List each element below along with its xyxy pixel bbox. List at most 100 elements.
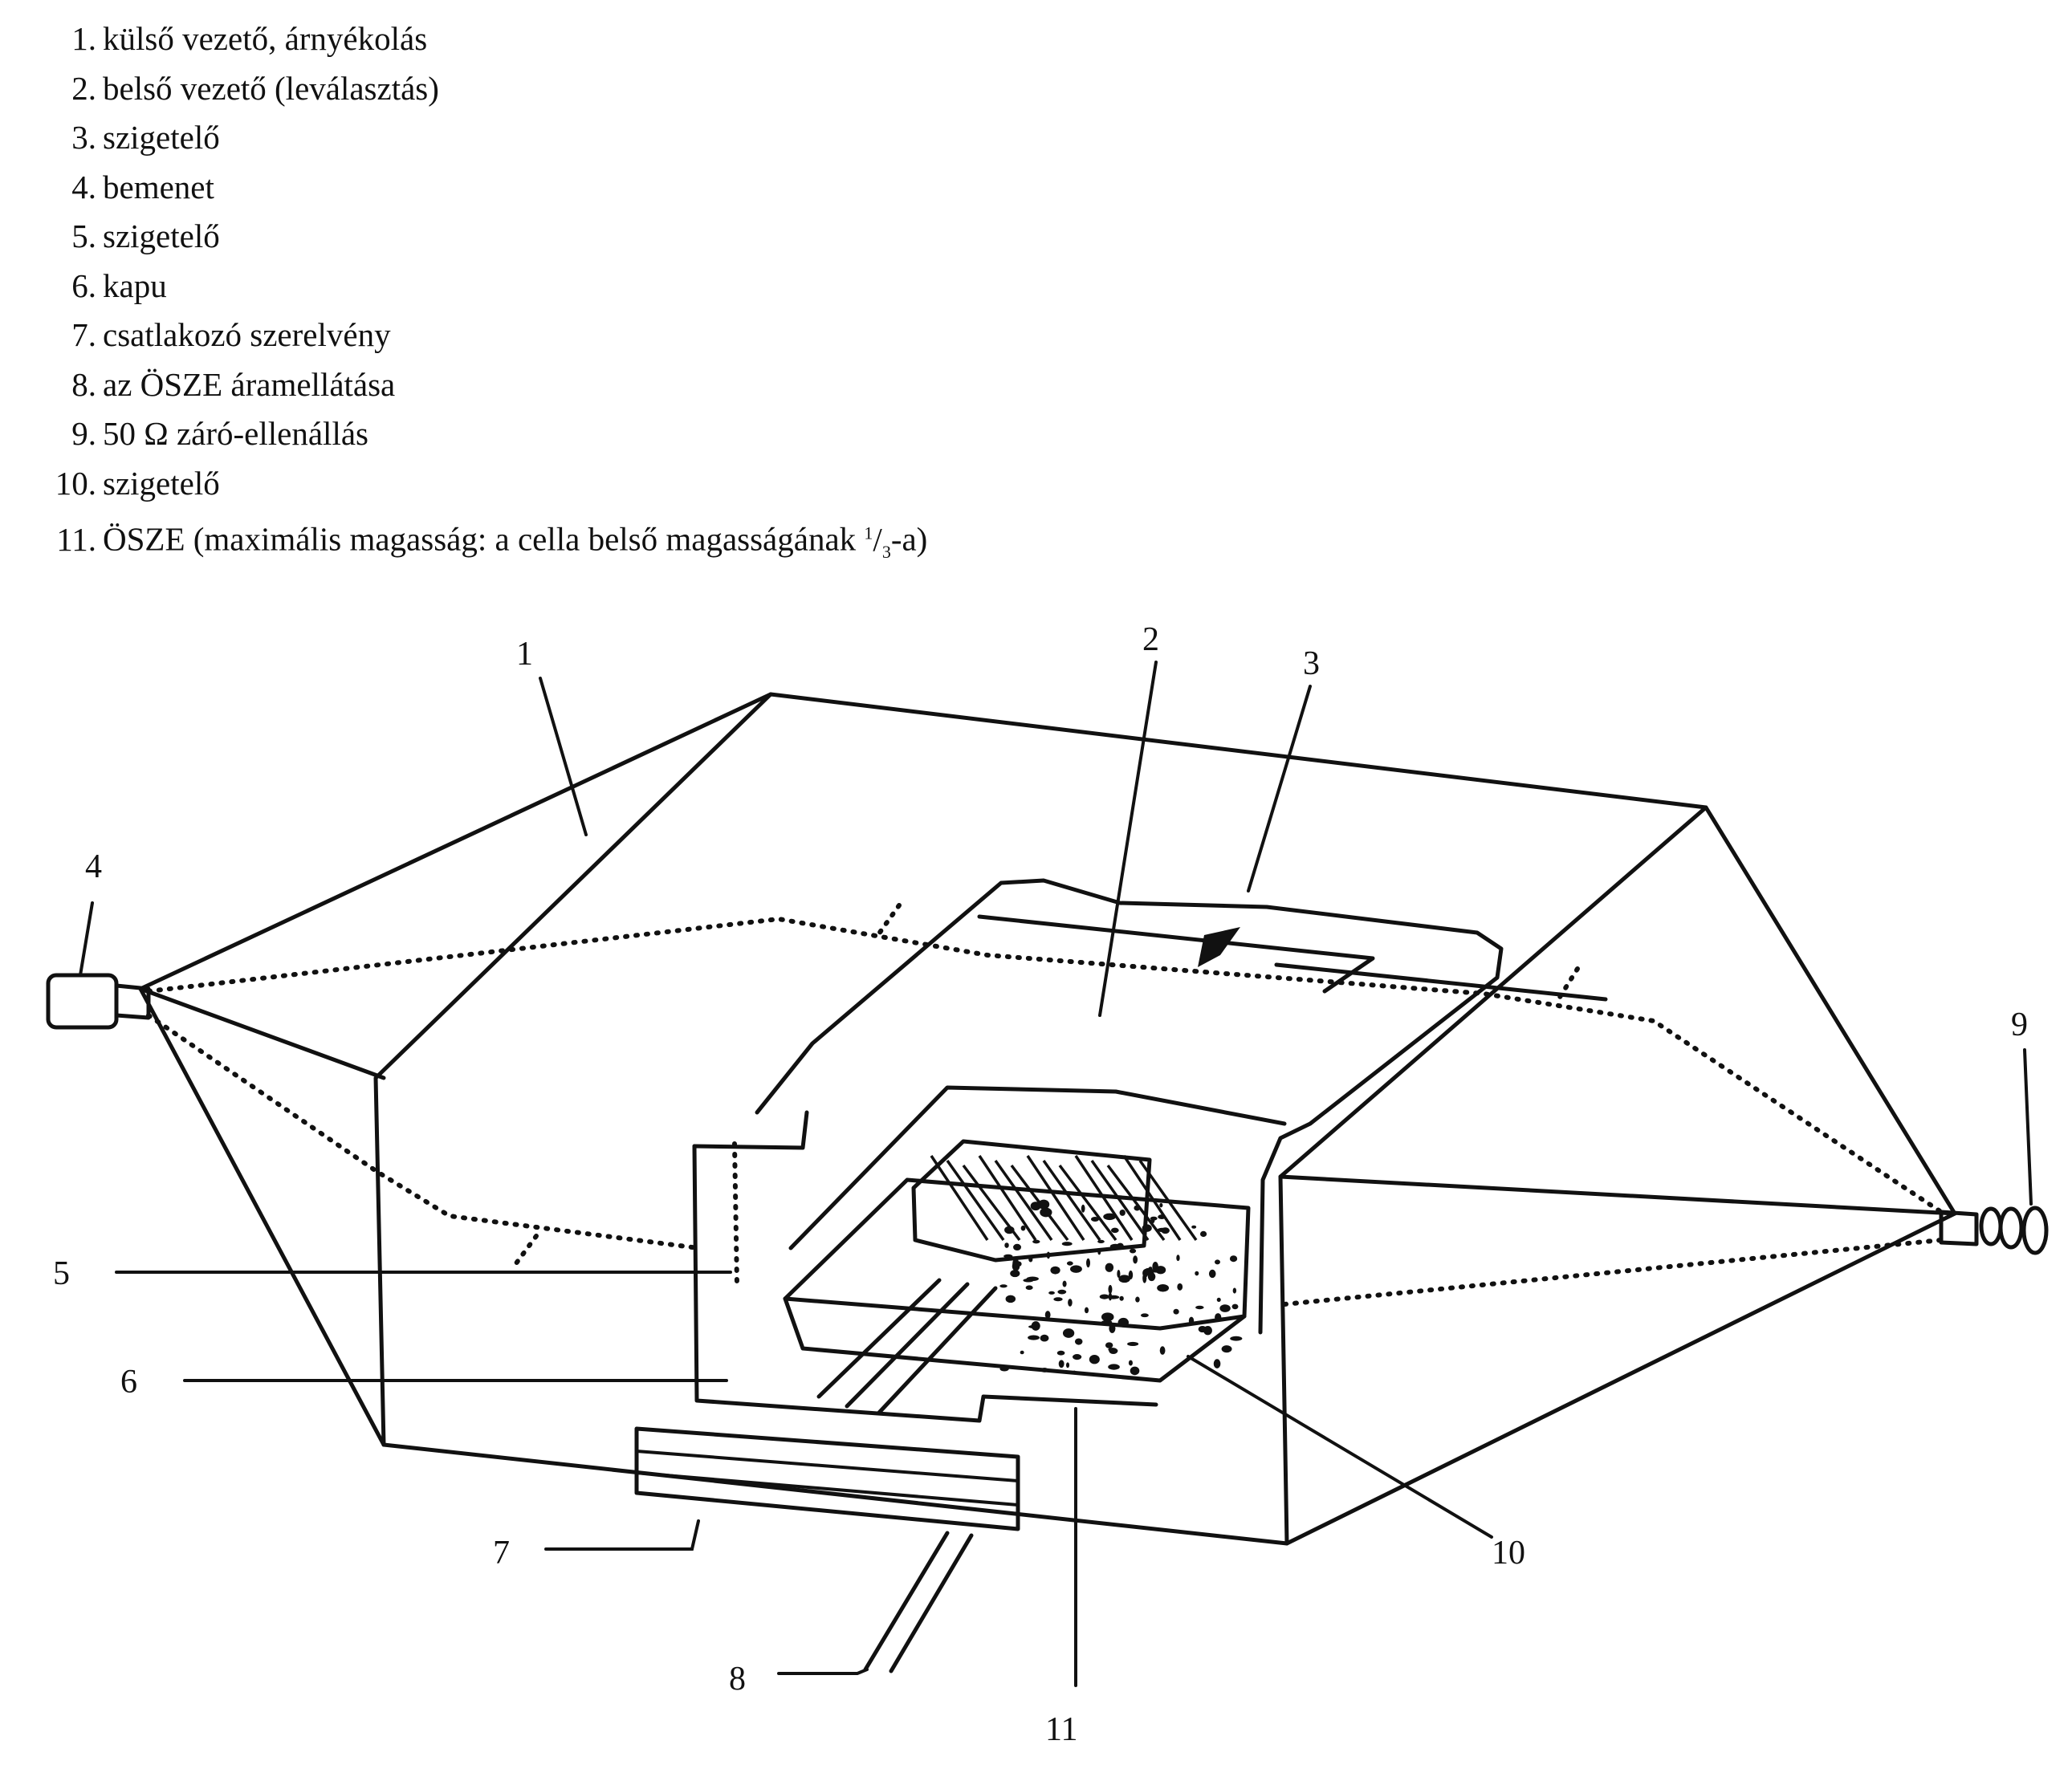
legend-item-7: 7.csatlakozó szerelvény — [47, 311, 1170, 360]
speckle-mark — [1068, 1299, 1073, 1307]
speckle-mark — [1101, 1312, 1114, 1322]
callout-6: 6 — [120, 1364, 137, 1401]
speckle-mark — [1048, 1291, 1055, 1295]
speckle-mark — [1086, 1258, 1090, 1268]
legend-item-6: 6.kapu — [47, 262, 1170, 311]
speckle-mark — [1062, 1280, 1067, 1287]
speckle-mark — [1097, 1239, 1105, 1244]
speckle-mark — [1157, 1227, 1167, 1233]
leader-lines — [79, 661, 2033, 1687]
speckle-mark — [1105, 1263, 1114, 1272]
speckle-mark — [1023, 1278, 1034, 1283]
speckle-mark — [999, 1284, 1008, 1288]
callout-5: 5 — [53, 1255, 70, 1292]
callout-8: 8 — [729, 1661, 746, 1698]
speckle-mark — [1108, 1364, 1120, 1370]
hatch-stroke — [1074, 1155, 1134, 1241]
insulator-10 — [999, 1199, 1243, 1376]
speckle-mark — [1152, 1262, 1158, 1271]
field-dotted-lines — [146, 903, 1944, 1307]
speckle-mark — [1232, 1287, 1237, 1294]
legend-item-4: 4.bemenet — [47, 163, 1170, 213]
speckle-mark — [1057, 1289, 1067, 1295]
speckle-mark — [1216, 1297, 1221, 1303]
speckle-mark — [1074, 1338, 1083, 1345]
speckle-mark — [1020, 1225, 1026, 1231]
legend-number: 6. — [71, 266, 96, 304]
speckle-mark — [1099, 1294, 1109, 1299]
legend-text: belső vezető (leválasztás) — [103, 69, 439, 107]
speckle-mark — [1020, 1350, 1024, 1355]
hatch-stroke — [1122, 1155, 1182, 1241]
speckle-mark — [1010, 1269, 1020, 1278]
input-connector — [46, 973, 151, 1030]
legend-item-3: 3.szigetelő — [47, 113, 1170, 163]
speckle-mark — [1188, 1316, 1195, 1325]
legend-number: 3. — [71, 119, 96, 156]
speckle-mark — [1117, 1317, 1130, 1328]
legend-text: bemenet — [103, 168, 214, 205]
legend-item-1: 1.külső vezető, árnyékolás — [47, 14, 1170, 64]
hatch-stroke — [1106, 1164, 1166, 1242]
hatch-stroke — [978, 1155, 1037, 1241]
legend-number: 5. — [71, 218, 96, 254]
legend-number: 11. — [56, 520, 96, 558]
outer-conductor-shield — [138, 692, 1957, 1546]
speckle-mark — [1176, 1255, 1180, 1262]
speckle-mark — [1004, 1226, 1015, 1234]
speckle-mark — [1110, 1227, 1119, 1234]
insulator-3 — [1198, 927, 1240, 967]
speckle-mark — [1070, 1265, 1082, 1273]
speckle-mark — [1081, 1204, 1085, 1213]
speckle-mark — [1128, 1360, 1133, 1366]
hatch-stroke — [930, 1155, 989, 1241]
speckle-mark — [1097, 1248, 1101, 1255]
speckle-mark — [1109, 1324, 1116, 1333]
legend-suffix: -a) — [890, 520, 928, 558]
speckle-mark — [1044, 1311, 1051, 1320]
door-gate — [692, 1085, 1287, 1423]
speckle-mark — [1229, 1255, 1238, 1263]
speckle-mark — [1200, 1230, 1207, 1238]
hatch-stroke — [1042, 1159, 1101, 1242]
hatch-stroke — [994, 1159, 1053, 1242]
speckle-mark — [1025, 1285, 1033, 1291]
legend-number: 4. — [71, 168, 96, 205]
fraction-slash: / — [873, 520, 882, 558]
legend-text: kapu — [103, 266, 167, 304]
speckle-mark — [1040, 1207, 1052, 1218]
legend-number: 7. — [71, 316, 96, 353]
speckle-mark — [1105, 1342, 1113, 1348]
speckle-mark — [1150, 1268, 1162, 1273]
speckle-mark — [1231, 1303, 1239, 1310]
speckle-mark — [1142, 1273, 1147, 1283]
legend-text: 50 Ω záró-ellenállás — [103, 415, 368, 452]
speckle-mark — [1058, 1360, 1064, 1368]
speckle-mark — [1147, 1272, 1156, 1282]
speckle-mark — [1203, 1326, 1212, 1336]
speckle-mark — [1040, 1334, 1049, 1342]
speckle-mark — [1195, 1305, 1204, 1310]
speckle-mark — [1084, 1307, 1089, 1314]
speckle-mark — [1158, 1214, 1166, 1220]
speckle-mark — [1062, 1328, 1075, 1338]
hatch-stroke — [946, 1159, 1005, 1242]
speckle-mark — [1065, 1362, 1070, 1368]
speckle-mark — [1219, 1304, 1231, 1312]
callout-4: 4 — [85, 848, 102, 885]
inner-conductor-septum — [755, 878, 1608, 1335]
speckle-mark — [1213, 1359, 1221, 1368]
speckle-mark — [999, 1366, 1009, 1372]
speckle-mark — [1140, 1313, 1149, 1318]
speckle-mark — [1215, 1313, 1222, 1322]
speckle-mark — [1129, 1248, 1137, 1254]
speckle-mark — [1108, 1284, 1113, 1294]
speckle-mark — [1142, 1224, 1152, 1232]
legend-item-2: 2.belső vezető (leválasztás) — [47, 64, 1170, 114]
legend-text: külső vezető, árnyékolás — [103, 20, 428, 57]
legend-item-8: 8.az ÖSZE áramellátása — [47, 360, 1170, 410]
hatch-stroke — [1138, 1159, 1198, 1242]
speckle-mark — [1108, 1348, 1116, 1352]
speckle-mark — [1157, 1284, 1170, 1292]
